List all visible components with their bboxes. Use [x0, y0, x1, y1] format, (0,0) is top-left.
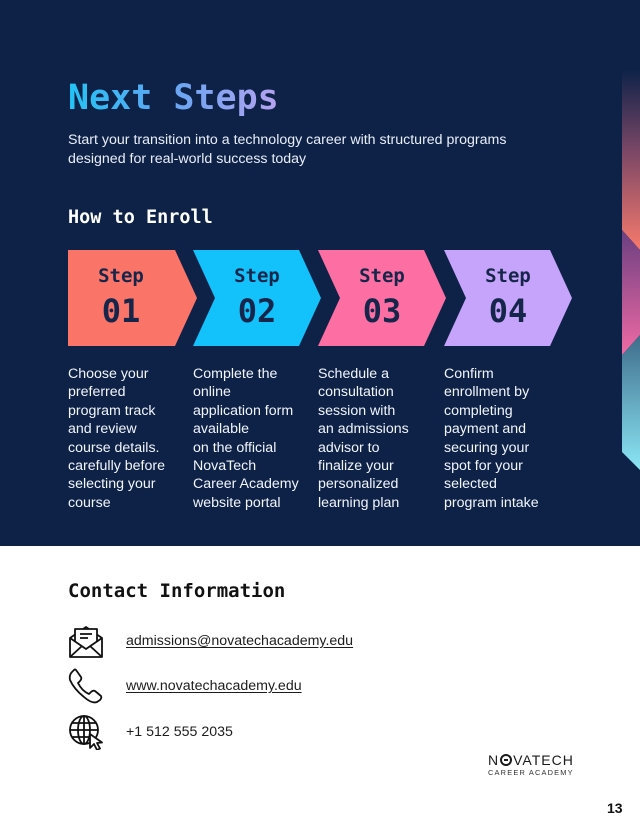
step-number: 04: [488, 292, 528, 330]
step-chevron-1: Step 01: [68, 250, 198, 346]
page-subtitle: Start your transition into a technology …: [68, 132, 507, 167]
page-title: Next Steps: [68, 78, 279, 118]
logo-subtitle: CAREER ACADEMY: [488, 768, 574, 777]
hero-section: Next Steps Start your transition into a …: [0, 0, 640, 546]
contact-row-phone: +1 512 555 2035: [68, 714, 468, 750]
phone-number: +1 512 555 2035: [126, 724, 233, 740]
enroll-heading: How to Enroll: [68, 207, 213, 228]
step-label: Step: [485, 265, 531, 287]
chevron-shape: [193, 250, 321, 346]
contact-row-email: admissions@novatechacademy.edu: [68, 623, 468, 659]
contact-heading: Contact Information: [68, 580, 286, 602]
globe-cursor-icon: [69, 715, 103, 750]
website-link[interactable]: www.novatechacademy.edu: [126, 678, 302, 694]
logo-o-mark-icon: [500, 754, 513, 766]
step-number: 01: [101, 292, 141, 330]
contact-row-website: www.novatechacademy.edu: [68, 668, 468, 704]
step-description-2: Complete the online application form ava…: [193, 366, 299, 511]
step-label: Step: [359, 265, 405, 287]
chevron-shape: [68, 250, 197, 346]
step-description-4: Confirm enrollment by completing payment…: [444, 366, 539, 511]
step-number: 03: [362, 292, 402, 330]
step-description-3: Schedule a consultation session with an …: [318, 366, 409, 511]
step-label: Step: [234, 265, 280, 287]
step-description-1: Choose your preferred program track and …: [68, 366, 165, 511]
chevron-shape: [318, 250, 446, 346]
page-number: 13: [607, 800, 623, 816]
envelope-icon: [69, 626, 103, 658]
step-chevron-4: Step 04: [444, 250, 574, 346]
step-number: 02: [237, 292, 277, 330]
email-link[interactable]: admissions@novatechacademy.edu: [126, 633, 354, 649]
step-chevron-2: Step 02: [193, 250, 323, 346]
step-chevron-3: Step 03: [318, 250, 448, 346]
decorative-gradient-strip: [622, 70, 640, 470]
chevron-shape: [444, 250, 572, 346]
step-label: Step: [98, 265, 144, 287]
phone-icon: [68, 668, 103, 704]
